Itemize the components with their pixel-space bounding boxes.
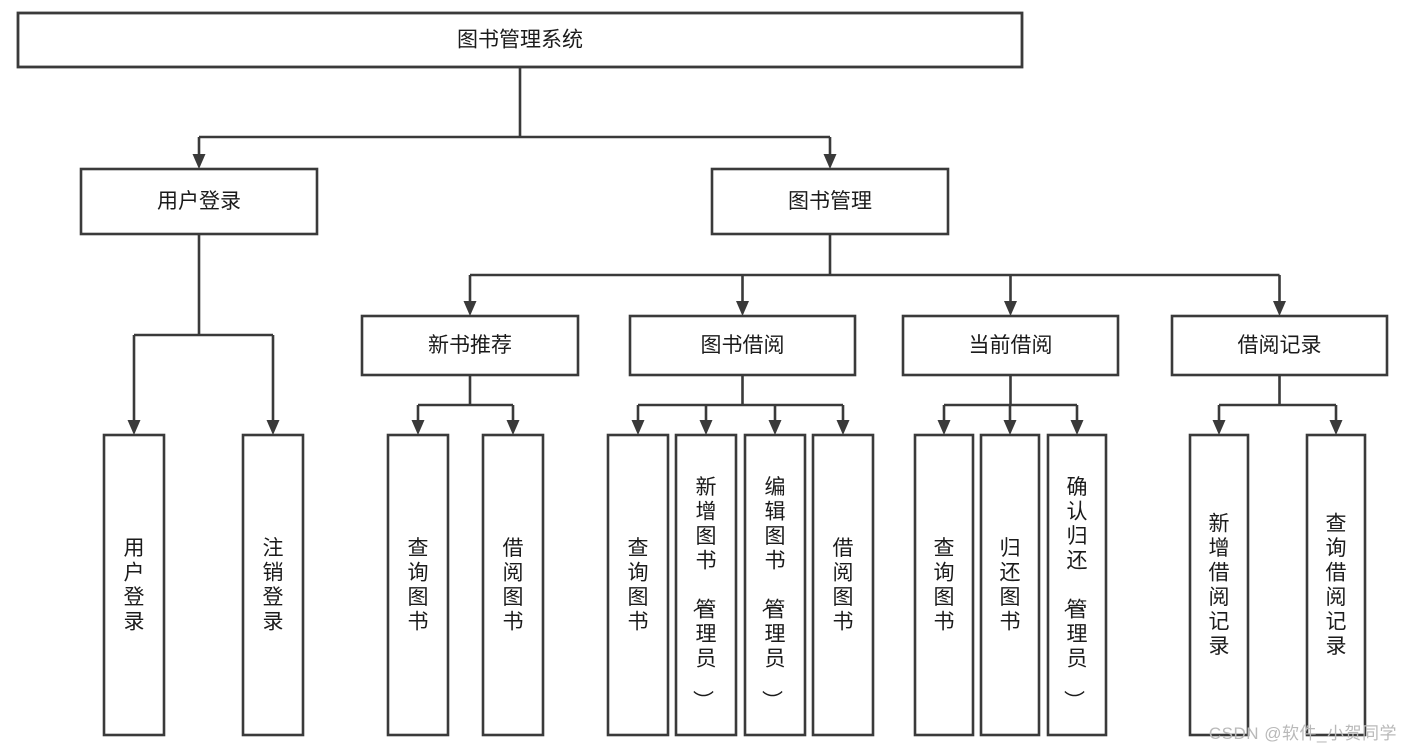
node-label: 新增图书（管理员） bbox=[691, 476, 717, 711]
node-box bbox=[16, 11, 1024, 69]
arrow-head-icon bbox=[736, 301, 749, 316]
edge-group-book-management bbox=[463, 234, 1286, 316]
arrow-head-icon bbox=[937, 420, 951, 435]
node-leaf-query-book-1: 查询图书 bbox=[386, 433, 450, 737]
node-box bbox=[241, 433, 305, 737]
node-label: 当前借阅 bbox=[969, 334, 1053, 357]
edge-group-current-borrow bbox=[937, 375, 1084, 435]
node-borrow-record: 借阅记录 bbox=[1170, 314, 1389, 377]
arrow-head-icon bbox=[1212, 420, 1226, 435]
arrow-head-icon bbox=[1070, 420, 1084, 435]
edge-group-root bbox=[192, 67, 837, 169]
node-box bbox=[979, 433, 1041, 737]
node-label: 新书推荐 bbox=[428, 334, 512, 357]
node-box bbox=[1305, 433, 1367, 737]
node-layer: 图书管理系统用户登录图书管理新书推荐图书借阅当前借阅借阅记录用户登录注销登录查询… bbox=[16, 11, 1389, 737]
node-new-book-recommend: 新书推荐 bbox=[360, 314, 580, 377]
node-box bbox=[913, 433, 975, 737]
edge-group-user-login bbox=[127, 234, 280, 435]
connector-layer bbox=[127, 67, 1343, 435]
node-label: 借阅记录 bbox=[1238, 334, 1322, 357]
node-box bbox=[628, 314, 857, 377]
node-label: 图书借阅 bbox=[701, 334, 785, 357]
node-box bbox=[811, 433, 875, 737]
arrow-head-icon bbox=[192, 154, 206, 169]
node-root: 图书管理系统 bbox=[16, 11, 1024, 69]
node-box bbox=[102, 433, 166, 737]
node-box bbox=[1046, 433, 1108, 737]
arrow-head-icon bbox=[266, 420, 280, 435]
node-label: 用户登录 bbox=[157, 190, 241, 213]
edge-group-book-borrow bbox=[631, 375, 850, 435]
node-leaf-edit-book: 编辑图书（管理员） bbox=[743, 433, 807, 737]
node-leaf-return-book: 归还图书 bbox=[979, 433, 1041, 737]
arrow-head-icon bbox=[699, 420, 713, 435]
node-book-management: 图书管理 bbox=[710, 167, 950, 236]
node-label: 查询图书 bbox=[934, 537, 955, 634]
node-label: 查询图书 bbox=[628, 537, 649, 634]
node-current-borrow: 当前借阅 bbox=[901, 314, 1120, 377]
node-leaf-add-record: 新增借阅记录 bbox=[1188, 433, 1250, 737]
arrow-head-icon bbox=[1273, 301, 1286, 316]
node-label: 查询图书 bbox=[408, 537, 429, 634]
arrow-head-icon bbox=[463, 301, 477, 316]
node-leaf-confirm-return: 确认归还（管理员） bbox=[1046, 433, 1108, 737]
node-box bbox=[743, 433, 807, 737]
arrow-head-icon bbox=[631, 420, 645, 435]
arrow-head-icon bbox=[127, 420, 141, 435]
arrow-head-icon bbox=[1004, 301, 1017, 316]
node-user-login: 用户登录 bbox=[79, 167, 319, 236]
arrow-head-icon bbox=[1003, 420, 1017, 435]
node-label: 借阅图书 bbox=[833, 537, 854, 634]
node-leaf-query-book-2: 查询图书 bbox=[606, 433, 670, 737]
node-label: 图书管理系统 bbox=[457, 29, 583, 52]
csdn-watermark: CSDN @软件_小贺同学 bbox=[1208, 724, 1397, 743]
node-label: 查询借阅记录 bbox=[1326, 513, 1347, 659]
node-label: 归还图书 bbox=[1000, 537, 1021, 634]
arrow-head-icon bbox=[836, 420, 850, 435]
node-box bbox=[386, 433, 450, 737]
arrow-head-icon bbox=[768, 420, 782, 435]
edge-group-borrow-record bbox=[1212, 375, 1343, 435]
node-book-borrow: 图书借阅 bbox=[628, 314, 857, 377]
node-leaf-add-book: 新增图书（管理员） bbox=[674, 433, 738, 737]
edge-group-new-book-recommend bbox=[411, 375, 520, 435]
node-box bbox=[901, 314, 1120, 377]
node-box bbox=[360, 314, 580, 377]
node-label: 注销登录 bbox=[263, 537, 284, 634]
node-leaf-borrow-book-2: 借阅图书 bbox=[811, 433, 875, 737]
node-label: 图书管理 bbox=[788, 190, 872, 213]
node-box bbox=[1170, 314, 1389, 377]
node-box bbox=[1188, 433, 1250, 737]
node-box bbox=[710, 167, 950, 236]
node-box bbox=[674, 433, 738, 737]
node-box bbox=[79, 167, 319, 236]
arrow-head-icon bbox=[506, 420, 520, 435]
node-leaf-logout-login: 注销登录 bbox=[241, 433, 305, 737]
node-label: 编辑图书（管理员） bbox=[760, 476, 786, 711]
node-label: 确认归还（管理员） bbox=[1062, 476, 1088, 711]
node-box bbox=[481, 433, 545, 737]
node-label: 用户登录 bbox=[124, 537, 145, 634]
node-leaf-user-login: 用户登录 bbox=[102, 433, 166, 737]
node-label: 新增借阅记录 bbox=[1209, 513, 1230, 659]
node-leaf-borrow-book-1: 借阅图书 bbox=[481, 433, 545, 737]
node-label: 借阅图书 bbox=[503, 537, 524, 634]
arrow-head-icon bbox=[411, 420, 425, 435]
node-leaf-query-record: 查询借阅记录 bbox=[1305, 433, 1367, 737]
node-box bbox=[606, 433, 670, 737]
node-leaf-query-book-3: 查询图书 bbox=[913, 433, 975, 737]
arrow-head-icon bbox=[1329, 420, 1343, 435]
arrow-head-icon bbox=[823, 154, 837, 169]
